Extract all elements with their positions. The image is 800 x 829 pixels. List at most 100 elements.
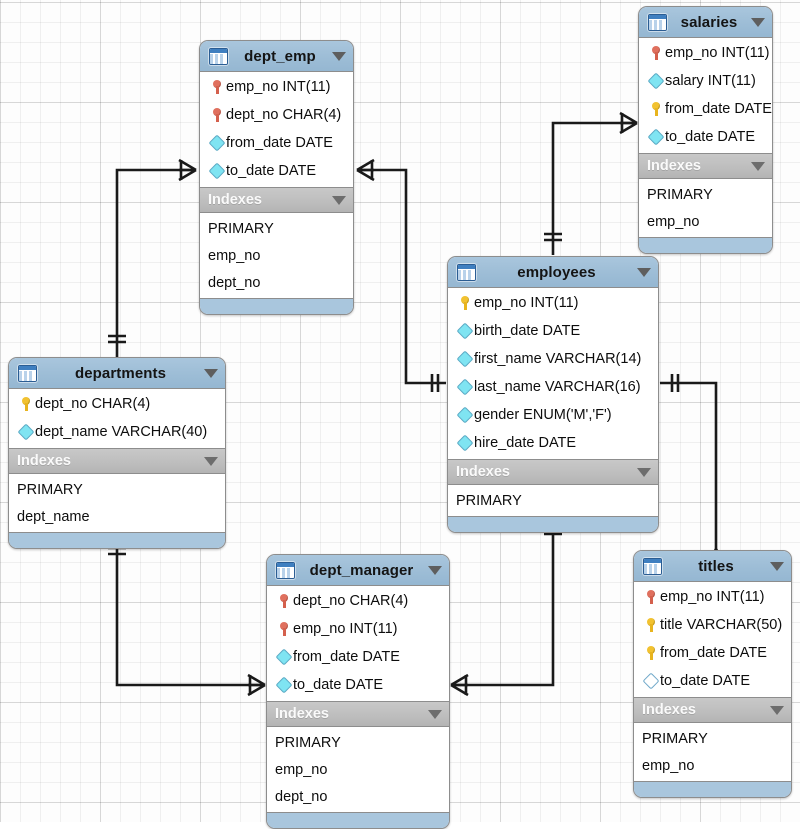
index-label: dept_name (17, 508, 90, 525)
cyan-diamond-icon (275, 648, 293, 666)
column-label: emp_no INT(11) (226, 79, 331, 95)
chevron-down-icon[interactable] (332, 195, 346, 205)
chevron-down-icon[interactable] (428, 709, 442, 719)
column-row[interactable]: to_date DATE (200, 157, 353, 185)
table-node-dept_manager[interactable]: dept_manager dept_no CHAR(4)emp_no INT(11… (266, 554, 450, 829)
column-label: emp_no INT(11) (660, 589, 765, 605)
table-node-titles[interactable]: titles emp_no INT(11) title VARCHAR(50)fro… (633, 550, 792, 798)
table-icon (209, 47, 228, 65)
yellow-key-icon (647, 646, 655, 660)
column-row[interactable]: from_date DATE (200, 129, 353, 157)
index-label: emp_no (208, 247, 261, 264)
relationship-departments-dept_emp (115, 168, 196, 357)
chevron-down-icon[interactable] (770, 561, 784, 571)
red-key-icon (213, 80, 221, 94)
column-row[interactable]: gender ENUM('M','F') (448, 401, 658, 429)
chevron-down-icon[interactable] (204, 456, 218, 466)
indexes-header-salaries[interactable]: Indexes (639, 153, 772, 179)
column-row[interactable]: dept_no CHAR(4) (9, 390, 225, 418)
column-row[interactable]: emp_no INT(11) (448, 289, 658, 317)
table-footer (639, 237, 772, 253)
table-name-label: dept_manager (309, 561, 414, 579)
index-label: PRIMARY (17, 481, 83, 498)
table-icon (648, 13, 667, 31)
index-row[interactable]: emp_no (634, 752, 791, 779)
index-row[interactable]: dept_no (267, 783, 449, 810)
index-row[interactable]: PRIMARY (448, 487, 658, 514)
yellow-key-icon (461, 296, 469, 310)
table-header-dept_manager[interactable]: dept_manager (267, 555, 449, 586)
index-row[interactable]: PRIMARY (267, 729, 449, 756)
column-row[interactable]: from_date DATE (267, 643, 449, 671)
table-header-dept_emp[interactable]: dept_emp (200, 41, 353, 72)
column-row[interactable]: emp_no INT(11) (267, 615, 449, 643)
column-row[interactable]: title VARCHAR(50) (634, 611, 791, 639)
indexes-label: Indexes (275, 706, 329, 722)
column-row[interactable]: emp_no INT(11) (200, 73, 353, 101)
index-row[interactable]: PRIMARY (9, 476, 225, 503)
index-row[interactable]: PRIMARY (200, 215, 353, 242)
column-row[interactable]: birth_date DATE (448, 317, 658, 345)
table-header-titles[interactable]: titles (634, 551, 791, 582)
index-row[interactable]: dept_name (9, 503, 225, 530)
table-footer (448, 516, 658, 532)
yellow-key-icon (22, 397, 30, 411)
chevron-down-icon[interactable] (637, 467, 651, 477)
index-row[interactable]: emp_no (200, 242, 353, 269)
column-row[interactable]: emp_no INT(11) (634, 583, 791, 611)
index-label: dept_no (275, 788, 328, 805)
indexes-header-titles[interactable]: Indexes (634, 697, 791, 723)
column-row[interactable]: to_date DATE (634, 667, 791, 695)
column-row[interactable]: to_date DATE (267, 671, 449, 699)
red-key-icon (280, 594, 288, 608)
red-key-icon (652, 46, 660, 60)
table-footer (267, 812, 449, 828)
column-row[interactable]: first_name VARCHAR(14) (448, 345, 658, 373)
index-row[interactable]: emp_no (639, 208, 772, 235)
column-row[interactable]: from_date DATE (634, 639, 791, 667)
table-node-dept_emp[interactable]: dept_emp emp_no INT(11) dept_no CHAR(4) fro… (199, 40, 354, 315)
relationship-departments-dept_manager (115, 539, 265, 687)
column-row[interactable]: last_name VARCHAR(16) (448, 373, 658, 401)
chevron-down-icon[interactable] (332, 51, 346, 61)
yellow-key-icon (647, 618, 655, 632)
table-node-salaries[interactable]: salaries emp_no INT(11)salary INT(11) from… (638, 6, 773, 254)
column-row[interactable]: hire_date DATE (448, 429, 658, 457)
column-row[interactable]: dept_no CHAR(4) (200, 101, 353, 129)
column-row[interactable]: salary INT(11) (639, 67, 772, 95)
indexes-label: Indexes (642, 702, 696, 718)
column-row[interactable]: dept_name VARCHAR(40) (9, 418, 225, 446)
column-label: from_date DATE (226, 135, 333, 151)
table-name-label: salaries (680, 13, 738, 31)
table-header-departments[interactable]: departments (9, 358, 225, 389)
relationship-employees-salaries (551, 121, 637, 255)
index-label: emp_no (642, 757, 695, 774)
chevron-down-icon[interactable] (770, 705, 784, 715)
table-header-salaries[interactable]: salaries (639, 7, 772, 38)
index-row[interactable]: PRIMARY (639, 181, 772, 208)
column-row[interactable]: emp_no INT(11) (639, 39, 772, 67)
column-row[interactable]: from_date DATE (639, 95, 772, 123)
index-row[interactable]: PRIMARY (634, 725, 791, 752)
column-row[interactable]: dept_no CHAR(4) (267, 587, 449, 615)
chevron-down-icon[interactable] (637, 267, 651, 277)
chevron-down-icon[interactable] (428, 565, 442, 575)
index-row[interactable]: dept_no (200, 269, 353, 296)
column-row[interactable]: to_date DATE (639, 123, 772, 151)
indexes-header-employees[interactable]: Indexes (448, 459, 658, 485)
column-list-salaries: emp_no INT(11)salary INT(11) from_date DA… (639, 38, 772, 153)
indexes-header-dept_emp[interactable]: Indexes (200, 187, 353, 213)
indexes-label: Indexes (647, 158, 701, 174)
indexes-header-dept_manager[interactable]: Indexes (267, 701, 449, 727)
chevron-down-icon[interactable] (751, 17, 765, 27)
table-icon (643, 557, 662, 575)
chevron-down-icon[interactable] (204, 368, 218, 378)
indexes-header-departments[interactable]: Indexes (9, 448, 225, 474)
table-header-employees[interactable]: employees (448, 257, 658, 288)
index-row[interactable]: emp_no (267, 756, 449, 783)
column-label: from_date DATE (665, 101, 772, 117)
chevron-down-icon[interactable] (751, 161, 765, 171)
